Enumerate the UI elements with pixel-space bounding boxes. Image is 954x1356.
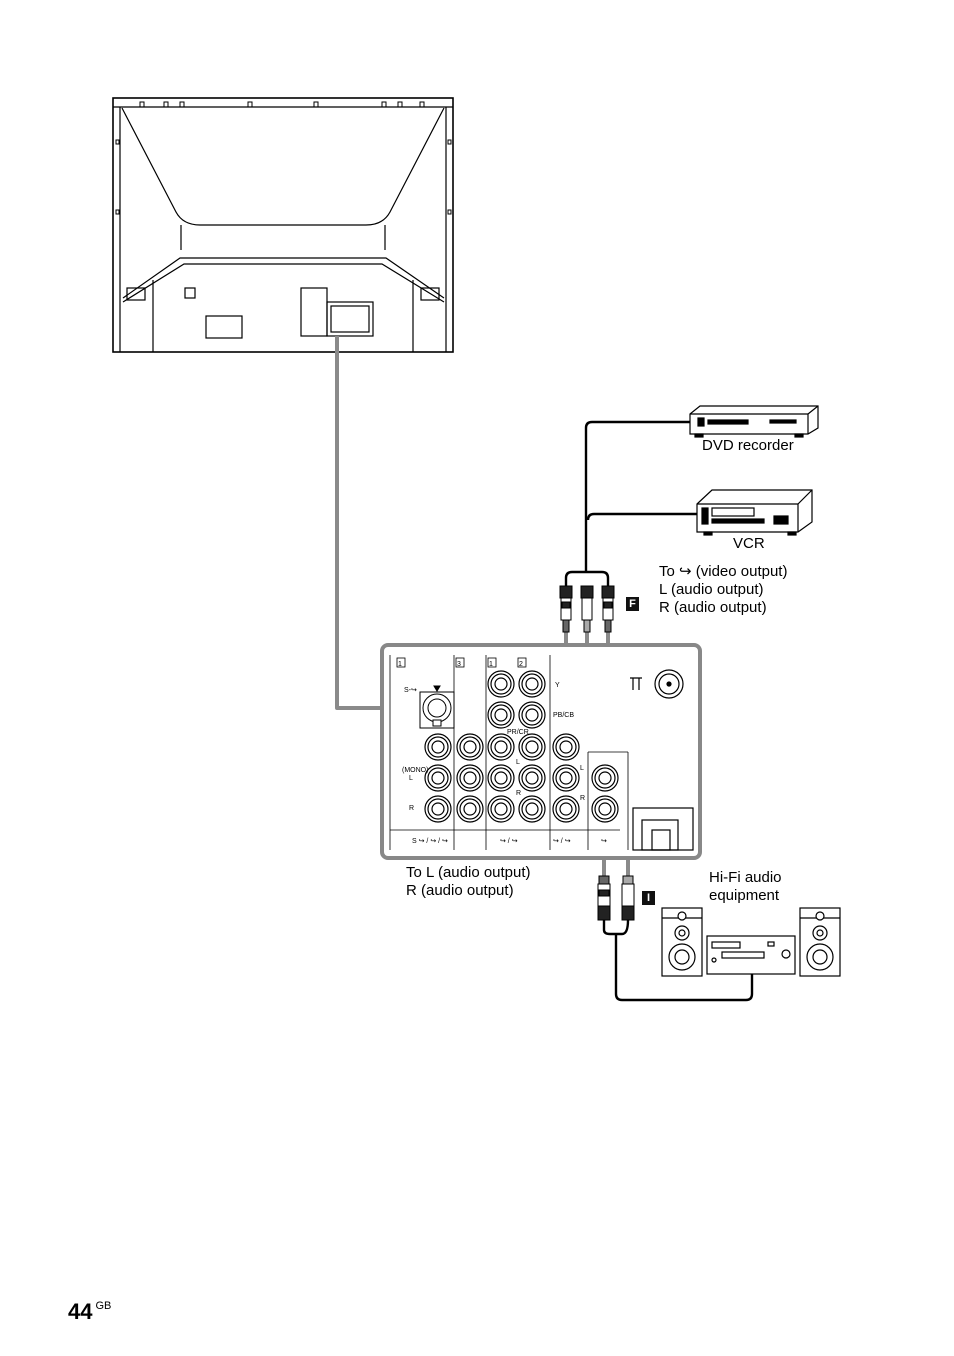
svg-text:R: R (409, 805, 414, 812)
rca-plugs-top (559, 585, 615, 633)
tv-to-panel-cable (335, 336, 382, 710)
svg-text:↪ / ↪: ↪ / ↪ (500, 838, 518, 845)
rca-jack (487, 764, 515, 792)
audio-output-label: To L (audio output) R (audio output) (406, 864, 531, 900)
hifi-line-1: Hi-Fi audio (709, 869, 782, 886)
badge-f: F (626, 597, 639, 611)
vcr-outputs-label: To ↪ (video output) L (audio output) R (… (659, 563, 787, 617)
vcr-illustration (696, 489, 813, 536)
svg-text:↪: ↪ (601, 838, 607, 845)
rca-jack (518, 795, 546, 823)
rca-jack (591, 795, 619, 823)
r-audio-output-line-2: R (audio output) (406, 882, 514, 899)
s-video-jack (419, 685, 455, 729)
rca-jack (552, 795, 580, 823)
svg-text:L: L (409, 775, 413, 782)
svg-text:Y: Y (555, 682, 560, 689)
rca-jack (591, 764, 619, 792)
hifi-illustration (661, 907, 841, 977)
svg-text:1: 1 (489, 661, 493, 668)
rca-jack (424, 764, 452, 792)
page-number-suffix: GB (95, 1300, 112, 1312)
rca-jack (424, 795, 452, 823)
rca-jack (518, 764, 546, 792)
i-link-port (632, 807, 694, 851)
video-output-line: To ↪ (video output) (659, 563, 788, 580)
antenna-jack (630, 669, 684, 699)
panel-labels: 1 3 1 2 S-↪ Y PB/CB PR/CR (MONO) L R L R… (398, 661, 607, 845)
hifi-label: Hi-Fi audio equipment (709, 869, 782, 905)
rca-jack (518, 701, 546, 729)
rca-jack (424, 733, 452, 761)
svg-text:S-↪: S-↪ (404, 687, 417, 694)
svg-text:R: R (516, 790, 521, 797)
svg-text:1: 1 (398, 661, 402, 668)
vcr-cable (586, 512, 697, 521)
svg-text:(MONO): (MONO) (402, 767, 428, 774)
svg-text:S ↪ / ↪ / ↪: S ↪ / ↪ / ↪ (412, 838, 448, 845)
svg-text:3: 3 (457, 661, 461, 668)
rca-jack (487, 733, 515, 761)
dvd-cable (584, 420, 692, 572)
svg-text:↪ / ↪: ↪ / ↪ (553, 838, 571, 845)
rca-jack (552, 733, 580, 761)
l-audio-output-line: L (audio output) (659, 581, 764, 598)
svg-text:2: 2 (519, 661, 523, 668)
rca-jack (518, 670, 546, 698)
rca-jack (487, 701, 515, 729)
dvd-recorder-illustration (689, 405, 819, 438)
r-audio-output-line: R (audio output) (659, 599, 767, 616)
svg-text:L: L (516, 759, 520, 766)
rca-plugs-bottom (597, 875, 635, 921)
svg-text:L: L (580, 765, 584, 772)
rca-jack (518, 733, 546, 761)
rca-jack (456, 764, 484, 792)
connector-panel: 1 3 1 2 S-↪ Y PB/CB PR/CR (MONO) L R L R… (380, 643, 702, 860)
svg-text:PR/CR: PR/CR (507, 729, 529, 736)
svg-text:R: R (580, 795, 585, 802)
rca-jack (456, 795, 484, 823)
tv-rear-illustration (112, 97, 454, 353)
hifi-line-2: equipment (709, 887, 780, 904)
plug-splitter (564, 570, 610, 588)
rca-jack (456, 733, 484, 761)
badge-i: I (642, 891, 655, 905)
rca-jack (552, 764, 580, 792)
dvd-recorder-label: DVD recorder (702, 437, 794, 454)
rca-jack (487, 670, 515, 698)
vcr-label: VCR (733, 535, 765, 552)
black-cables (564, 420, 754, 1002)
to-l-audio-output-line: To L (audio output) (406, 864, 531, 881)
hifi-cable (602, 919, 754, 1002)
svg-text:PB/CB: PB/CB (553, 712, 574, 719)
rca-jack (487, 795, 515, 823)
page-number-value: 44 (68, 1299, 93, 1324)
